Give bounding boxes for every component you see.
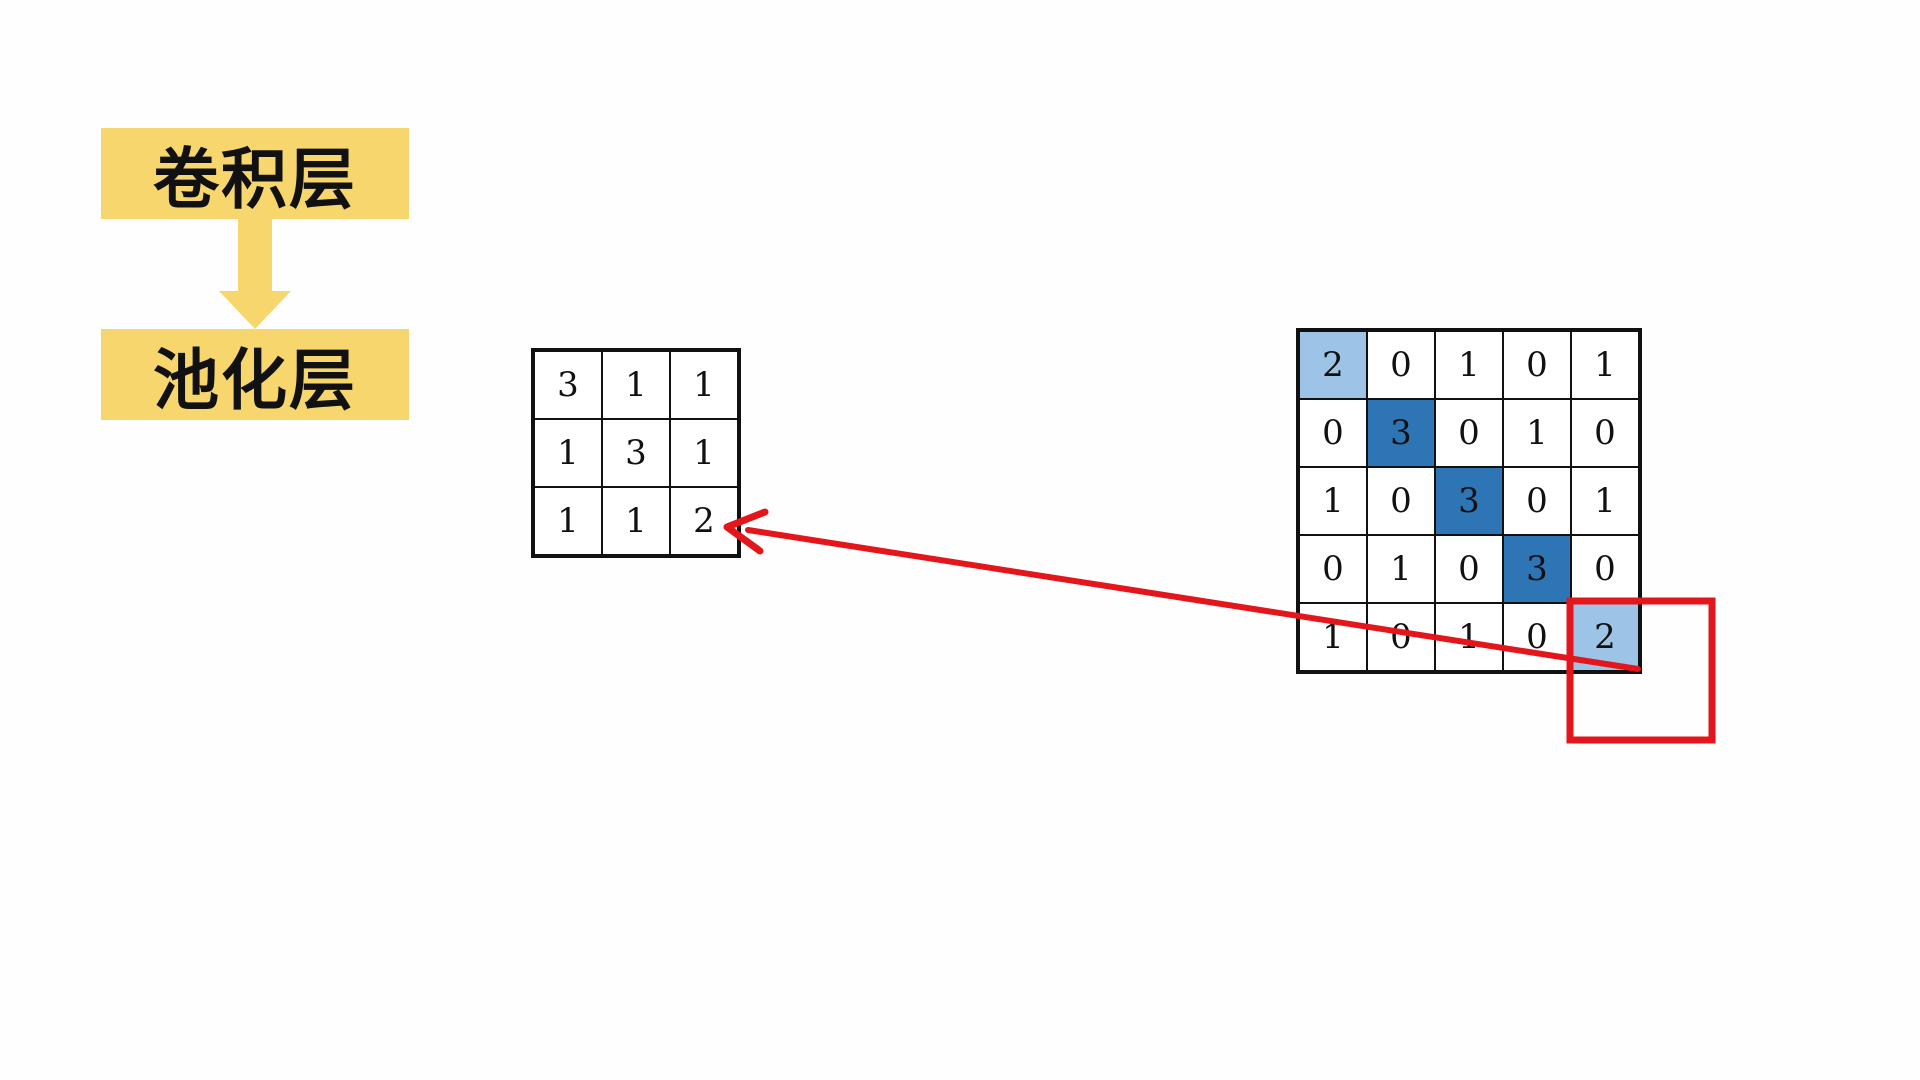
grid-cell-highlighted: 3	[1436, 468, 1502, 534]
grid-cell-highlighted: 3	[1368, 400, 1434, 466]
grid-cell: 0	[1572, 400, 1638, 466]
pool-layer-label: 池化层	[101, 329, 409, 420]
grid-cell: 0	[1504, 332, 1570, 398]
grid-cell: 1	[1572, 332, 1638, 398]
grid-cell: 1	[1436, 604, 1502, 670]
grid-cell: 2	[671, 488, 737, 554]
grid-cell: 1	[1300, 468, 1366, 534]
grid-cell: 1	[671, 420, 737, 486]
grid-cell: 0	[1368, 468, 1434, 534]
grid-cell: 0	[1368, 332, 1434, 398]
grid-cell: 0	[1436, 536, 1502, 602]
grid-cell: 0	[1300, 536, 1366, 602]
grid-cell: 0	[1504, 604, 1570, 670]
grid-cell: 0	[1300, 400, 1366, 466]
grid-cell: 3	[603, 420, 669, 486]
grid-cell: 1	[603, 352, 669, 418]
down-arrow-icon	[219, 219, 291, 329]
grid-cell: 1	[1504, 400, 1570, 466]
grid-cell-highlighted: 2	[1300, 332, 1366, 398]
pooled-output-grid: 3 1 1 1 3 1 1 1 2	[531, 348, 741, 558]
grid-cell: 0	[1368, 604, 1434, 670]
grid-cell: 1	[535, 488, 601, 554]
grid-cell-highlighted: 3	[1504, 536, 1570, 602]
grid-cell: 1	[671, 352, 737, 418]
grid-cell: 1	[1572, 468, 1638, 534]
conv-layer-label: 卷积层	[101, 128, 409, 219]
grid-cell: 1	[535, 420, 601, 486]
grid-cell: 3	[535, 352, 601, 418]
grid-cell: 1	[1368, 536, 1434, 602]
grid-cell: 0	[1572, 536, 1638, 602]
grid-cell: 1	[1436, 332, 1502, 398]
grid-cell-highlighted: 2	[1572, 604, 1638, 670]
grid-cell: 0	[1436, 400, 1502, 466]
grid-cell: 0	[1504, 468, 1570, 534]
grid-cell: 1	[1300, 604, 1366, 670]
grid-cell: 1	[603, 488, 669, 554]
